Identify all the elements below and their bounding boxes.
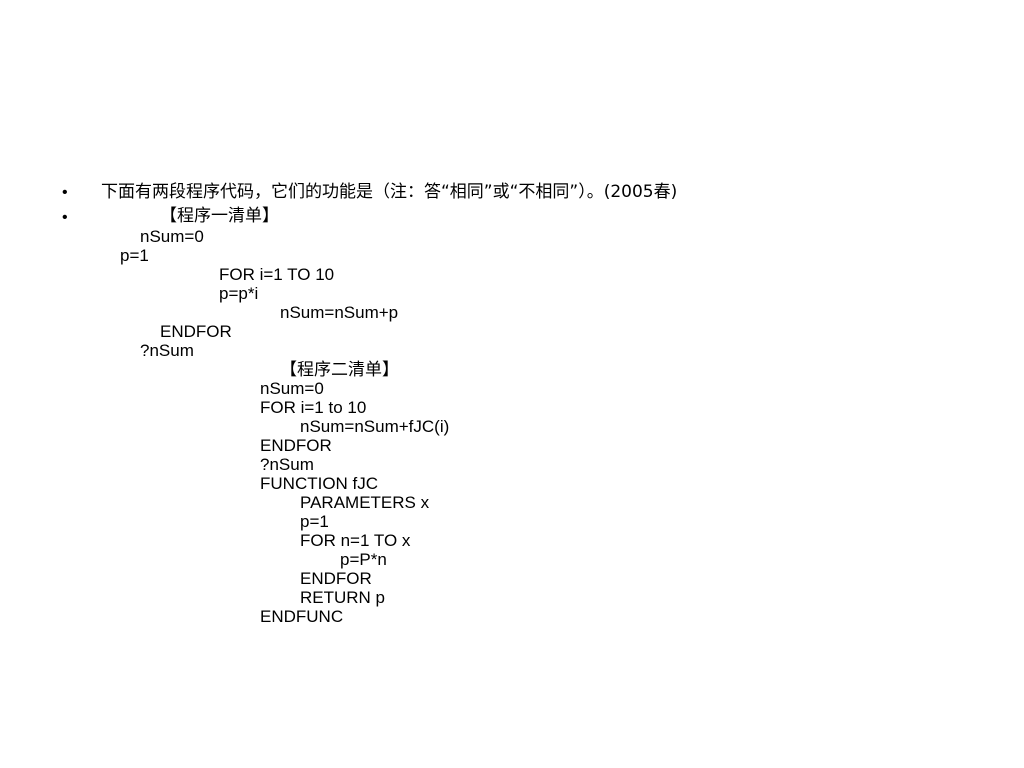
program2-line: p=P*n <box>340 550 387 569</box>
program2-line: nSum=nSum+fJC(i) <box>300 417 450 436</box>
program2-line: ENDFOR <box>300 569 372 588</box>
program2-line: FOR n=1 TO x <box>300 531 411 550</box>
program1-line: p=p*i <box>219 284 259 303</box>
program2-line: nSum=0 <box>260 379 324 398</box>
program2-line: FUNCTION fJC <box>260 474 379 493</box>
program2-heading: 【程序二清单】 <box>280 360 399 380</box>
program2-line: ENDFOR <box>260 436 332 455</box>
program2-line: ?nSum <box>260 455 314 474</box>
program1-line: ?nSum <box>140 341 194 360</box>
program1-line: p=1 <box>120 246 149 265</box>
program1-line: FOR i=1 TO 10 <box>219 265 335 284</box>
program2-line: RETURN p <box>300 588 386 607</box>
program1-line: ENDFOR <box>160 322 232 341</box>
program2-line: FOR i=1 to 10 <box>260 398 367 417</box>
program2-line: p=1 <box>300 512 329 531</box>
program1-line: nSum=nSum+p <box>280 303 399 322</box>
program1-heading: 【程序一清单】 <box>160 206 279 226</box>
bullet-marker: • <box>62 209 68 226</box>
question-text: 下面有两段程序代码，它们的功能是（注：答“相同”或“不相同”）。(2005春) <box>101 182 678 202</box>
bullet-marker: • <box>62 184 68 201</box>
program1-line: nSum=0 <box>140 227 204 246</box>
program2-line: PARAMETERS x <box>300 493 430 512</box>
program2-line: ENDFUNC <box>260 607 344 626</box>
